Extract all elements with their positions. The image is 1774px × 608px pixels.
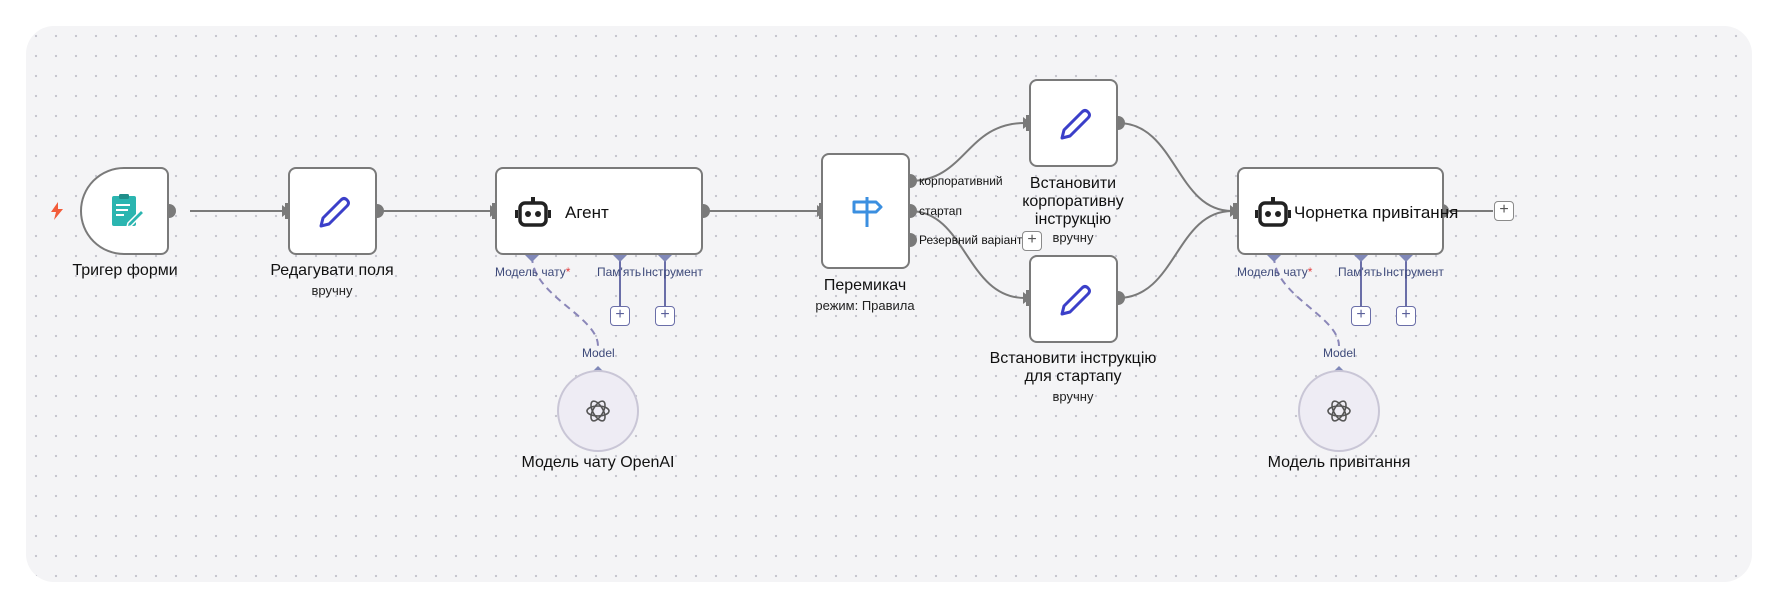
node-form-trigger[interactable]: [80, 167, 169, 255]
node-subtitle: режим: Правила: [815, 298, 915, 313]
add-next-node-button[interactable]: +: [1494, 201, 1514, 221]
node-label: Тригер форми: [72, 262, 178, 279]
chat-model-port-label: Модель чату*: [495, 265, 571, 279]
chat-model-port-label: Модель чату*: [1237, 265, 1313, 279]
robot-icon: [515, 197, 551, 227]
node-set-startup[interactable]: [1029, 255, 1118, 343]
node-switch[interactable]: [821, 153, 910, 269]
node-subtitle: вручну: [311, 283, 353, 298]
node-title: Чорнетка привітання: [1294, 203, 1459, 222]
node-label: Редагувати поля: [270, 262, 394, 279]
node-set-corporate[interactable]: [1029, 79, 1118, 167]
lightning-icon: [51, 202, 63, 220]
signpost-icon: [852, 197, 883, 227]
node-subtitle: вручну: [1052, 389, 1094, 404]
node-title: Агент: [565, 203, 609, 222]
add-fallback-button[interactable]: +: [1022, 231, 1042, 251]
add-memory-button[interactable]: +: [610, 306, 630, 326]
connection-corporate-draft: [1117, 122, 1233, 212]
node-label: Перемикач: [823, 277, 907, 294]
node-greeting-model[interactable]: [1298, 370, 1380, 452]
connection-switch-corporate: [909, 122, 1026, 182]
form-icon: [112, 194, 146, 229]
model-port-label: Model: [582, 346, 615, 360]
switch-output-corporate: корпоративний: [919, 174, 1003, 188]
node-edit-fields[interactable]: [288, 167, 377, 255]
workflow-canvas[interactable]: Тригер форми Редагувати поля вручну Аген…: [26, 26, 1752, 582]
tool-port-label: Інструмент: [642, 265, 703, 279]
node-openai-model[interactable]: [557, 370, 639, 452]
pencil-icon: [1060, 285, 1091, 316]
add-memory-button[interactable]: +: [1351, 306, 1371, 326]
input-port: [1233, 203, 1239, 219]
connection-switch-startup: [909, 210, 1026, 299]
node-label: Модель привітання: [1267, 454, 1411, 471]
memory-port-label: Пам'ять: [1338, 265, 1383, 279]
add-tool-button[interactable]: +: [1396, 306, 1416, 326]
memory-port-label: Пам'ять: [597, 265, 642, 279]
switch-output-startup: стартап: [919, 204, 962, 218]
switch-output-fallback: Резервний варіант: [919, 233, 1023, 247]
openai-icon: [586, 400, 610, 422]
node-label-line: Встановити інструкцію: [989, 350, 1157, 367]
node-subtitle: вручну: [1052, 230, 1094, 245]
tool-port-label: Інструмент: [1383, 265, 1444, 279]
node-agent[interactable]: Агент: [495, 167, 703, 255]
pencil-icon: [319, 197, 350, 228]
add-tool-button[interactable]: +: [655, 306, 675, 326]
robot-icon: [1255, 197, 1291, 227]
connection-startup-draft: [1117, 210, 1233, 299]
node-draft-greeting[interactable]: Чорнетка привітання: [1237, 167, 1458, 255]
model-link-agent: [531, 255, 599, 347]
model-port-label: Model: [1323, 346, 1356, 360]
node-label-line: для стартапу: [1024, 368, 1122, 385]
node-label-line: інструкцію: [1034, 211, 1112, 228]
openai-icon: [1327, 400, 1351, 422]
model-link-draft: [1273, 255, 1340, 347]
node-label-line: Встановити: [1029, 175, 1117, 192]
node-label: Модель чату OpenAI: [521, 454, 675, 471]
pencil-icon: [1060, 109, 1091, 140]
node-label-line: корпоративну: [1022, 193, 1124, 210]
